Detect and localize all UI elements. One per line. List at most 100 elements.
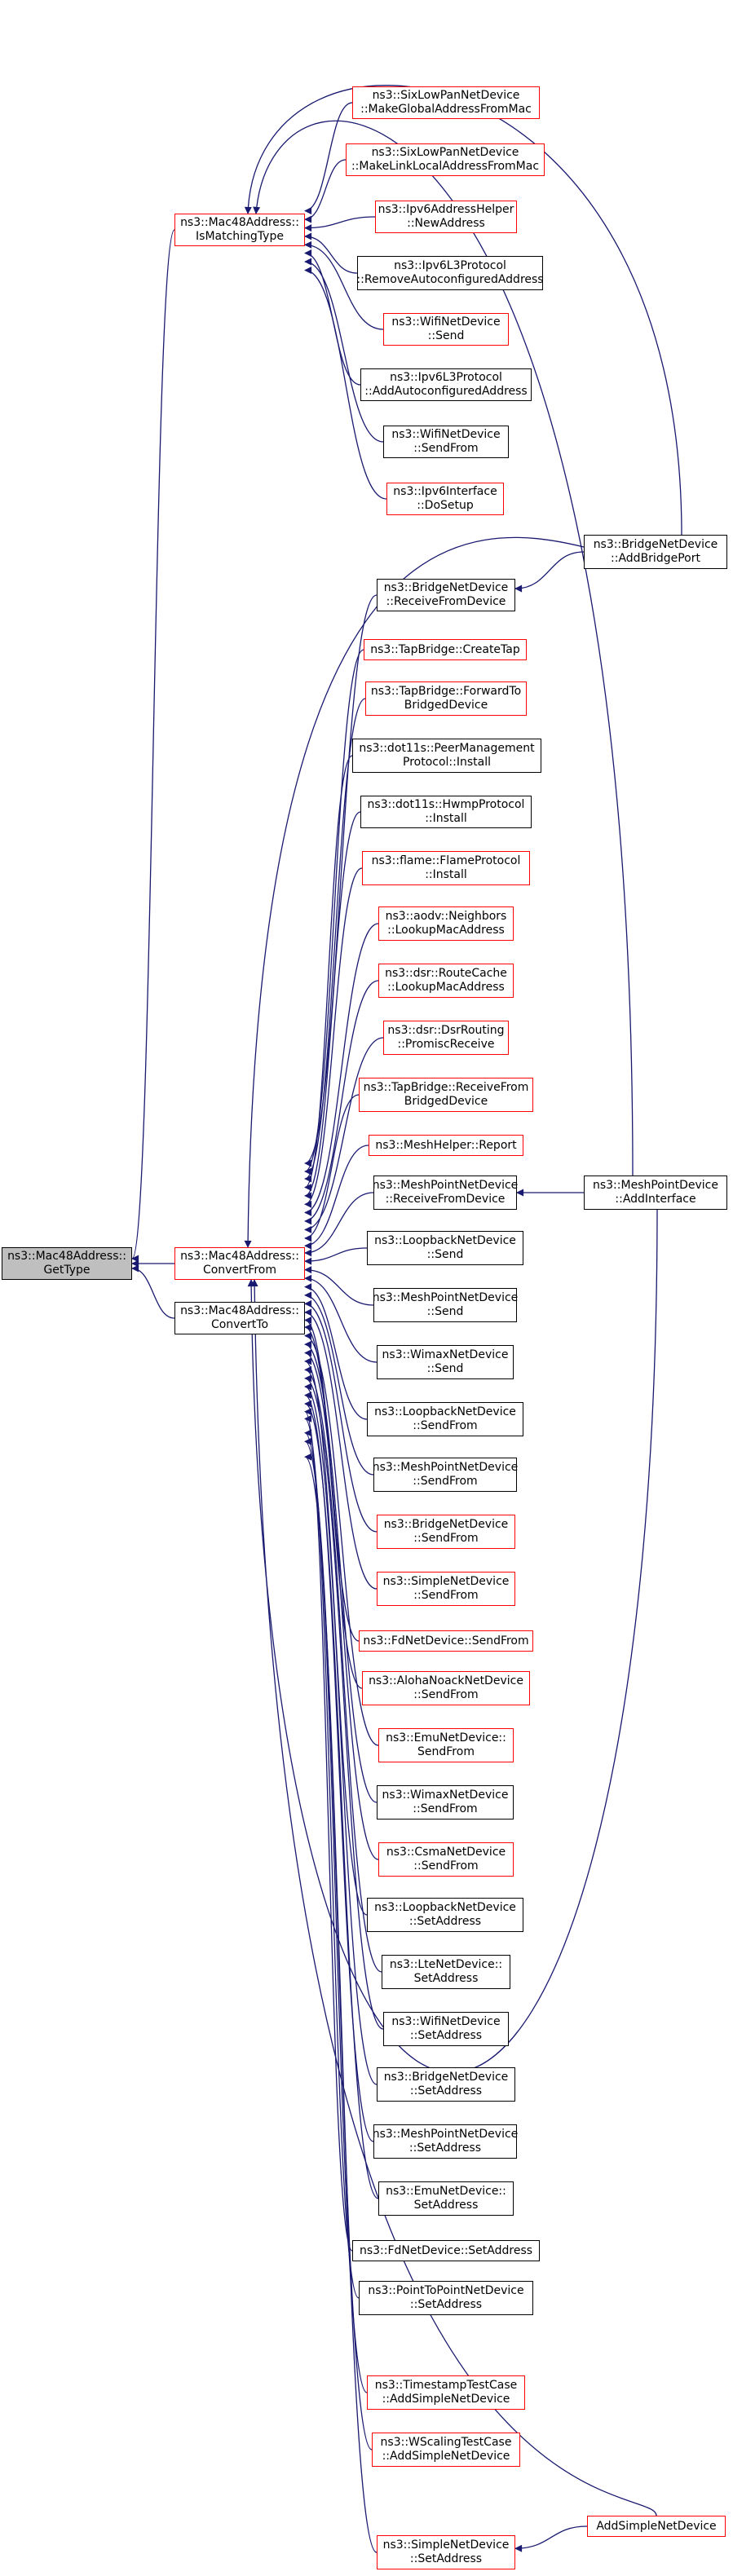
node-tapbridge-createtap[interactable]: ns3::TapBridge::CreateTap	[364, 639, 527, 660]
node-mac48-gettype[interactable]: ns3::Mac48Address:: GetType	[2, 1247, 132, 1280]
node-dsr-routecache-lookupmacaddress[interactable]: ns3::dsr::RouteCache ::LookupMacAddress	[378, 964, 514, 998]
node-ltenetdevice-setaddress[interactable]: ns3::LteNetDevice:: SetAddress	[382, 1955, 510, 1989]
edge-to-convertfrom	[304, 1094, 360, 1242]
node-label-line1: ns3::flame::FlameProtocol	[371, 854, 521, 867]
node-label-line1: ns3::Mac48Address::	[7, 1250, 126, 1263]
node-meshpointdevice-addinterface[interactable]: ns3::MeshPointDevice ::AddInterface	[584, 1176, 727, 1210]
node-sixlowpan-makeglobal[interactable]: ns3::SixLowPanNetDevice ::MakeGlobalAddr…	[352, 86, 540, 119]
node-label-line2: ::MakeGlobalAddressFromMac	[360, 103, 532, 116]
node-label-line2: ::AddAutoconfiguredAddress	[364, 385, 528, 398]
node-sixlowpan-makelinklocal[interactable]: ns3::SixLowPanNetDevice ::MakeLinkLocalA…	[346, 143, 545, 176]
node-timestamptestcase-addsimplenetdevice[interactable]: ns3::TimestampTestCase ::AddSimpleNetDev…	[367, 2375, 525, 2410]
node-label-line1: ns3::MeshPointNetDevice	[372, 2128, 519, 2141]
node-label-line1: ns3::EmuNetDevice::	[386, 1731, 506, 1745]
node-ipv6l3-addautoconf[interactable]: ns3::Ipv6L3Protocol ::AddAutoconfiguredA…	[360, 368, 532, 401]
node-alohanoacknetdevice-sendfrom[interactable]: ns3::AlohaNoackNetDevice ::SendFrom	[362, 1671, 530, 1705]
node-label-line1: ns3::LoopbackNetDevice	[374, 1234, 516, 1247]
edge-to-convertfrom	[304, 1365, 382, 1973]
node-loopbacknetdevice-setaddress[interactable]: ns3::LoopbackNetDevice ::SetAddress	[367, 1898, 523, 1932]
node-label-line2: SetAddress	[413, 2199, 479, 2212]
node-pointtopointnetdevice-setaddress[interactable]: ns3::PointToPointNetDevice ::SetAddress	[359, 2281, 533, 2315]
node-label-line2: BridgedDevice	[404, 699, 488, 712]
node-bridgenetdevice-sendfrom[interactable]: ns3::BridgeNetDevice ::SendFrom	[377, 1515, 515, 1549]
node-meshpointnetdevice-setaddress[interactable]: ns3::MeshPointNetDevice ::SetAddress	[372, 2124, 519, 2159]
node-convertto[interactable]: ns3::Mac48Address:: ConvertTo	[174, 1302, 305, 1334]
node-label-line2: IsMatchingType	[196, 230, 284, 243]
edge-to-convertfrom	[304, 1308, 378, 1590]
edge-to-ismatchingtype	[304, 240, 384, 330]
edge-to-gettype	[131, 1264, 175, 1319]
node-csmanetdevice-sendfrom[interactable]: ns3::CsmaNetDevice ::SendFrom	[378, 1842, 514, 1877]
node-label-line2: ::Install	[425, 868, 467, 881]
node-label-line1: ns3::Ipv6AddressHelper	[378, 203, 514, 216]
node-label-line1: ns3::WimaxNetDevice	[382, 1348, 509, 1361]
node-fdnetdevice-sendfrom[interactable]: ns3::FdNetDevice::SendFrom	[359, 1630, 533, 1652]
node-label-line2: SendFrom	[417, 1745, 475, 1758]
node-meshhelper-report[interactable]: ns3::MeshHelper::Report	[369, 1135, 523, 1156]
node-label-line1: ns3::dsr::RouteCache	[385, 967, 507, 980]
node-label-line1: ns3::dsr::DsrRouting	[387, 1024, 505, 1037]
node-dsr-dsrrouting-promiscreceive[interactable]: ns3::dsr::DsrRouting ::PromiscReceive	[383, 1021, 509, 1055]
node-meshpointnetdevice-receivefromdevice[interactable]: ns3::MeshPointNetDevice ::ReceiveFromDev…	[373, 1176, 518, 1210]
node-label-line1: ns3::TapBridge::ReceiveFrom	[363, 1081, 529, 1094]
node-label-line1: ns3::SixLowPanNetDevice	[372, 89, 520, 102]
node-label-line2: ::SendFrom	[413, 1859, 479, 1872]
node-meshpointnetdevice-sendfrom[interactable]: ns3::MeshPointNetDevice ::SendFrom	[373, 1458, 518, 1492]
edge-to-gettype	[131, 229, 175, 1263]
node-bridgenetdevice-addbridgeport[interactable]: ns3::BridgeNetDevice ::AddBridgePort	[584, 535, 727, 569]
node-label-line2: ::SetAddress	[409, 2029, 483, 2042]
node-aodv-neighbors-lookupmacaddress[interactable]: ns3::aodv::Neighbors ::LookupMacAddress	[378, 906, 514, 941]
node-label-line2: GetType	[43, 1264, 91, 1277]
node-label-line2: ConvertTo	[210, 1318, 269, 1331]
node-simplenetdevice-setaddress[interactable]: ns3::SimpleNetDevice ::SetAddress	[377, 2535, 515, 2569]
node-loopbacknetdevice-send[interactable]: ns3::LoopbackNetDevice ::Send	[367, 1231, 523, 1265]
node-label-line2: ::Send	[426, 1362, 464, 1375]
node-emunetdevice-sendfrom[interactable]: ns3::EmuNetDevice:: SendFrom	[378, 1728, 514, 1762]
node-dot11s-peermanagement-install[interactable]: ns3::dot11s::PeerManagement Protocol::In…	[352, 739, 541, 773]
node-wifinetdevice-sendfrom[interactable]: ns3::WifiNetDevice ::SendFrom	[383, 426, 509, 458]
node-label-line1: ns3::dot11s::PeerManagement	[359, 742, 535, 755]
edge-addbridgeport-to-receive	[514, 551, 585, 593]
edge-to-convertfrom	[304, 1274, 378, 1363]
node-fdnetdevice-setaddress[interactable]: ns3::FdNetDevice::SetAddress	[352, 2240, 540, 2261]
node-bridgenetdevice-setaddress[interactable]: ns3::BridgeNetDevice ::SetAddress	[377, 2067, 515, 2102]
node-wifinetdevice-setaddress[interactable]: ns3::WifiNetDevice ::SetAddress	[383, 2012, 509, 2046]
node-tapbridge-forwardtobridgeddevice[interactable]: ns3::TapBridge::ForwardTo BridgedDevice	[365, 681, 527, 716]
node-label-line1: ns3::MeshPointNetDevice	[372, 1291, 519, 1304]
node-label-line1: ns3::EmuNetDevice::	[386, 2185, 506, 2198]
node-label-line1: ns3::BridgeNetDevice	[593, 538, 718, 551]
node-simplenetdevice-sendfrom[interactable]: ns3::SimpleNetDevice ::SendFrom	[377, 1572, 515, 1606]
node-label-line1: ns3::FdNetDevice::SetAddress	[359, 2243, 533, 2257]
node-label-line2: ::Send	[427, 329, 465, 342]
node-label-line1: ns3::Ipv6Interface	[393, 485, 497, 498]
node-ipv6interface-dosetup[interactable]: ns3::Ipv6Interface ::DoSetup	[386, 483, 504, 515]
node-label-line1: ns3::aodv::Neighbors	[385, 910, 507, 923]
node-label-line1: ns3::MeshHelper::Report	[375, 1138, 517, 1152]
node-addsimplenetdevice[interactable]: AddSimpleNetDevice	[587, 2516, 726, 2537]
node-wimaxnetdevice-send[interactable]: ns3::WimaxNetDevice ::Send	[377, 1345, 514, 1379]
edge-to-convertfrom	[304, 1453, 378, 2553]
node-emunetdevice-setaddress[interactable]: ns3::EmuNetDevice:: SetAddress	[378, 2181, 514, 2216]
node-bridgenetdevice-receivefromdevice[interactable]: ns3::BridgeNetDevice ::ReceiveFromDevice	[377, 579, 515, 611]
node-label-line2: ::SendFrom	[413, 1475, 478, 1488]
node-convertfrom[interactable]: ns3::Mac48Address:: ConvertFrom	[174, 1247, 305, 1280]
node-loopbacknetdevice-sendfrom[interactable]: ns3::LoopbackNetDevice ::SendFrom	[367, 1402, 523, 1436]
node-ismatchingtype[interactable]: ns3::Mac48Address:: IsMatchingType	[174, 214, 305, 246]
node-label-line1: ns3::WifiNetDevice	[391, 428, 501, 441]
node-wifinetdevice-send[interactable]: ns3::WifiNetDevice ::Send	[383, 313, 509, 346]
node-label-line1: ns3::AlohaNoackNetDevice	[369, 1674, 523, 1687]
node-wscalingtestcase-addsimplenetdevice[interactable]: ns3::WScalingTestCase ::AddSimpleNetDevi…	[372, 2433, 520, 2467]
node-dot11s-hwmpprotocol-install[interactable]: ns3::dot11s::HwmpProtocol ::Install	[360, 796, 532, 828]
node-label-line1: ns3::TapBridge::ForwardTo	[370, 685, 522, 698]
edge-to-convertfrom	[304, 1374, 384, 2030]
node-meshpointnetdevice-send[interactable]: ns3::MeshPointNetDevice ::Send	[372, 1288, 519, 1322]
node-ipv6addresshelper-newaddress[interactable]: ns3::Ipv6AddressHelper ::NewAddress	[375, 201, 517, 233]
node-wimaxnetdevice-sendfrom[interactable]: ns3::WimaxNetDevice ::SendFrom	[377, 1785, 514, 1820]
node-label-line2: ::AddBridgePort	[611, 552, 700, 565]
edge-to-convertfrom	[304, 1349, 379, 1860]
edge-to-convertfrom	[304, 867, 363, 1208]
node-tapbridge-receivefrombridgeddevice[interactable]: ns3::TapBridge::ReceiveFrom BridgedDevic…	[359, 1078, 533, 1112]
edge-to-convertfrom	[304, 698, 366, 1183]
node-ipv6l3-removeautoconf[interactable]: ns3::Ipv6L3Protocol ::RemoveAutoconfigur…	[356, 256, 544, 290]
node-flame-flameprotocol-install[interactable]: ns3::flame::FlameProtocol ::Install	[362, 851, 530, 885]
